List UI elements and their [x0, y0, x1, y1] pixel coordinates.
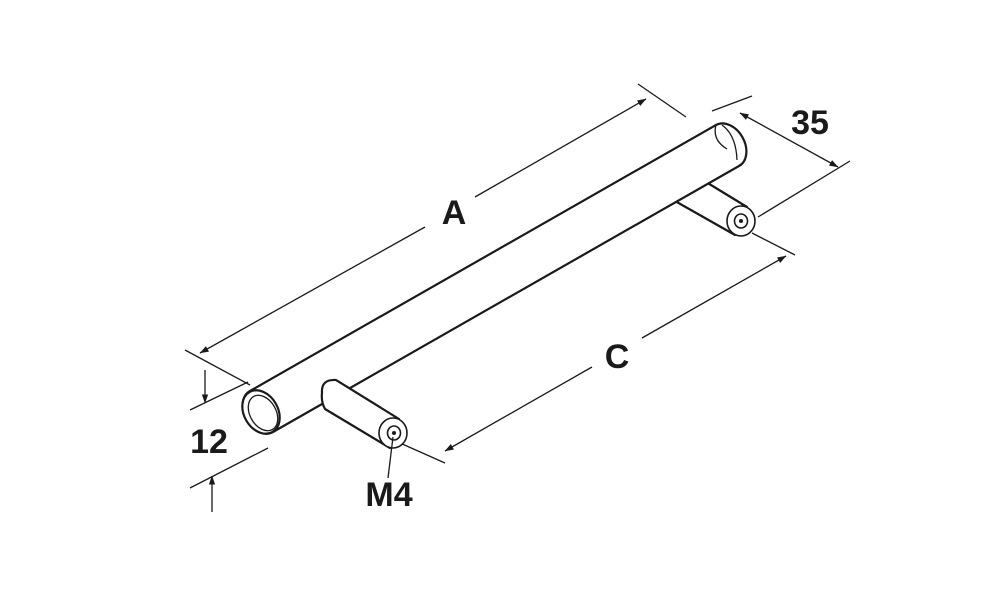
- dimension-c: C: [444, 255, 787, 452]
- dimension-a: A: [199, 98, 647, 354]
- dimension-a-label: A: [442, 194, 467, 232]
- handle-bar: [241, 122, 748, 435]
- left-standoff: [320, 378, 408, 450]
- thread-callout: M4: [365, 436, 413, 514]
- dimension-35-label: 35: [791, 104, 829, 142]
- dimension-12: 12: [190, 370, 228, 512]
- extension-lines: [184, 83, 851, 489]
- dimension-35: 35: [739, 104, 839, 168]
- dimension-c-label: C: [605, 338, 630, 376]
- thread-label: M4: [365, 476, 412, 514]
- dimension-12-label: 12: [190, 423, 228, 461]
